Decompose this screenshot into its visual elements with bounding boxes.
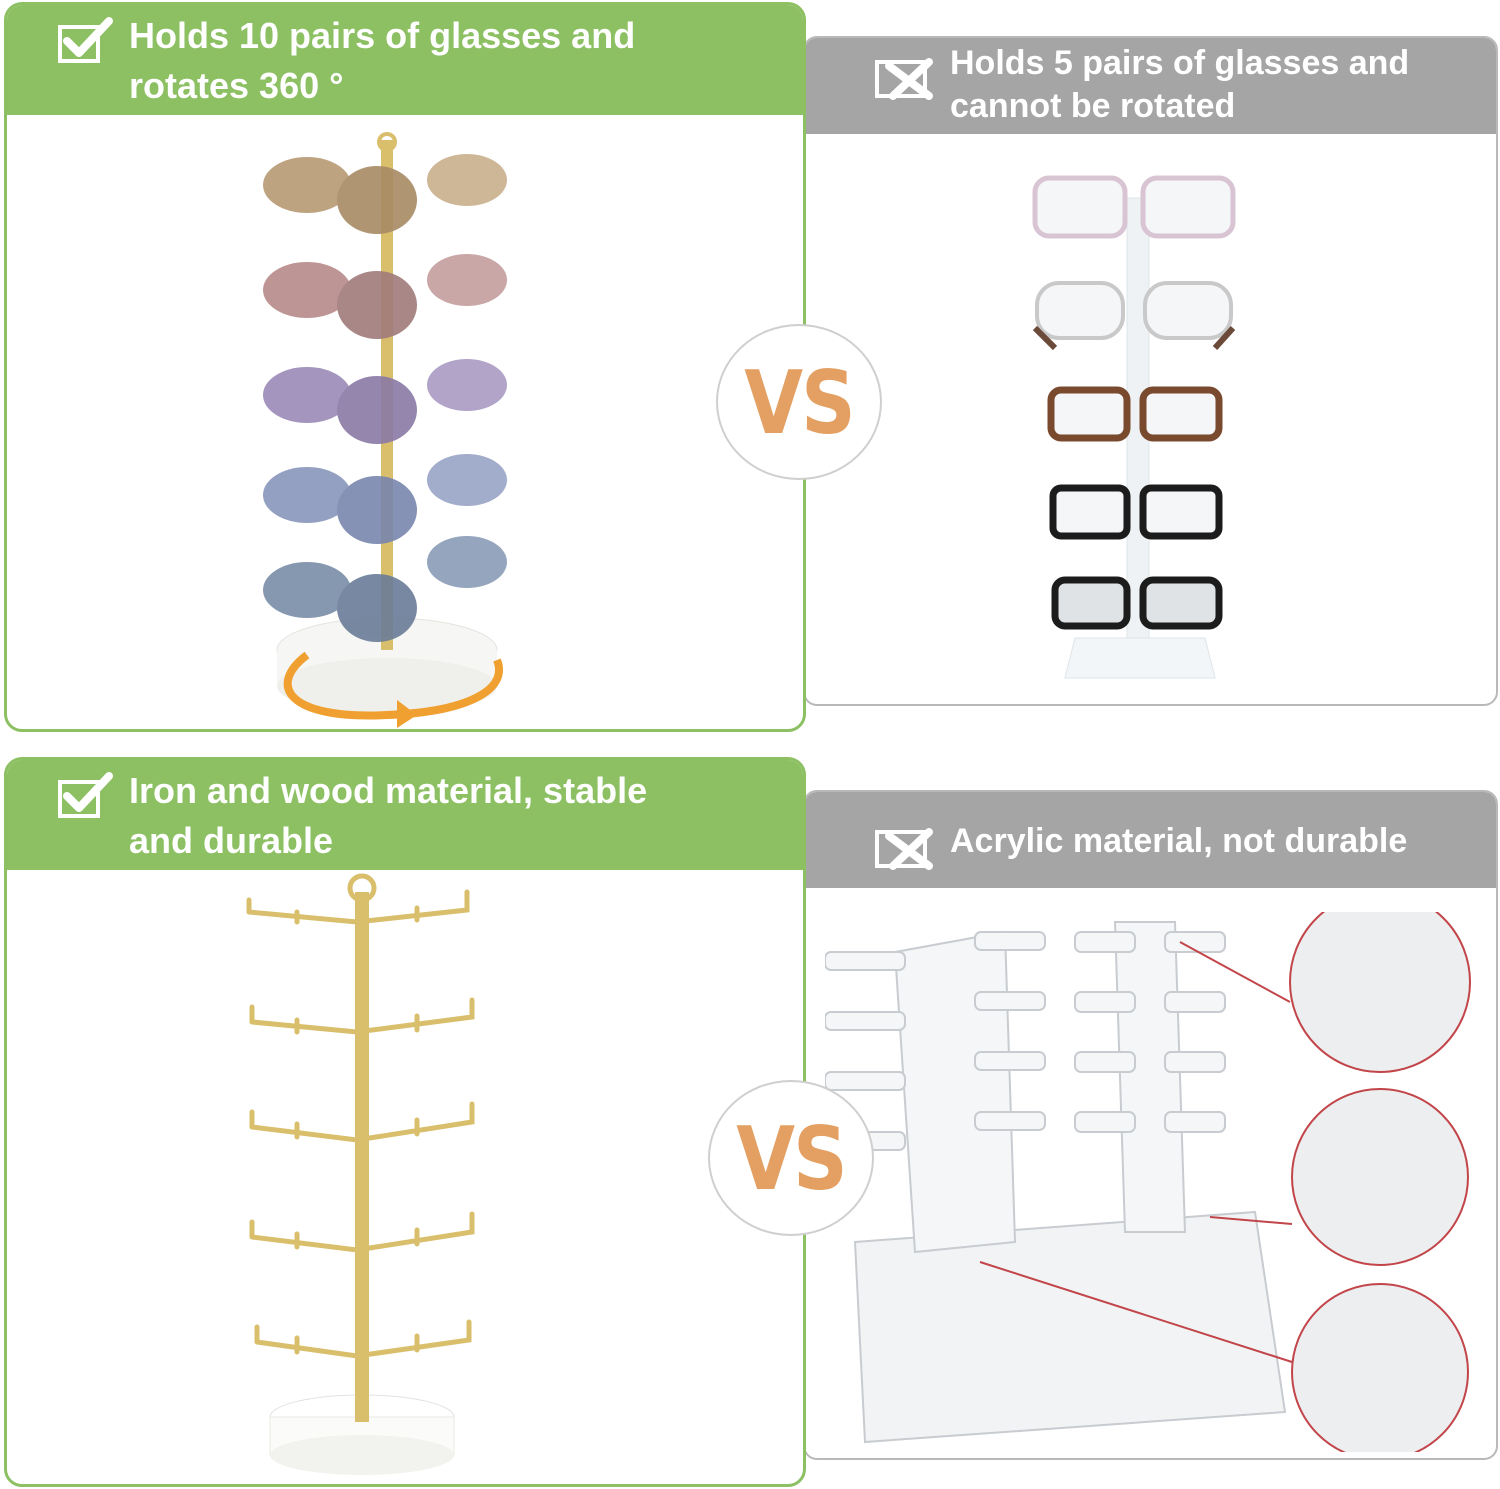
cross-icon — [875, 826, 937, 870]
top-bad-header: Holds 5 pairs of glasses and cannot be r… — [805, 38, 1496, 134]
cross-icon — [875, 56, 937, 100]
bottom-bad-header: Acrylic material, not durable — [805, 792, 1496, 888]
rotating-gold-rack-image — [263, 132, 507, 728]
bottom-comparison-bad-panel: Acrylic material, not durable — [803, 790, 1498, 1460]
acrylic-parts-image — [825, 912, 1471, 1452]
checkmark-icon — [57, 772, 113, 820]
gold-rack-structure-image — [246, 873, 475, 1475]
bottom-vs-text: VS — [736, 1106, 848, 1210]
acrylic-rack-image — [1032, 175, 1236, 679]
bottom-bad-title: Acrylic material, not durable — [950, 822, 1408, 860]
checkmark-icon — [57, 17, 113, 65]
bottom-good-header: Iron and wood material, stable and durab… — [7, 760, 803, 870]
bottom-comparison-good-panel: Iron and wood material, stable and durab… — [4, 757, 806, 1487]
bottom-good-title: Iron and wood material, stable and durab… — [129, 770, 648, 861]
top-bad-title: Holds 5 pairs of glasses and cannot be r… — [950, 44, 1410, 125]
top-good-title: Holds 10 pairs of glasses and rotates 36… — [129, 15, 636, 106]
top-vs-badge: VS — [716, 324, 882, 480]
top-vs-text: VS — [744, 350, 856, 454]
top-comparison-bad-panel: Holds 5 pairs of glasses and cannot be r… — [803, 36, 1498, 706]
top-good-header: Holds 10 pairs of glasses and rotates 36… — [7, 5, 803, 115]
bottom-vs-badge: VS — [708, 1080, 874, 1236]
top-comparison-good-panel: Holds 10 pairs of glasses and rotates 36… — [4, 2, 806, 732]
